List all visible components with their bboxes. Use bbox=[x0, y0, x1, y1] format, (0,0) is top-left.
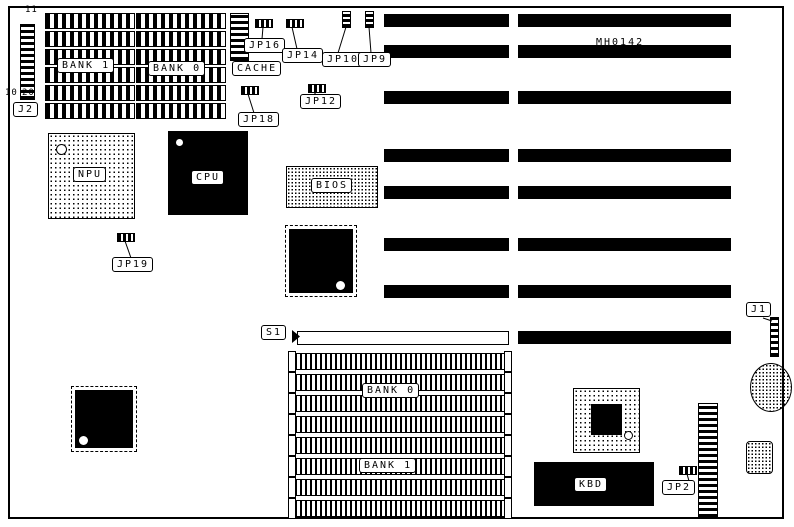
jp19-jumper bbox=[117, 233, 135, 242]
board-outline bbox=[8, 6, 784, 519]
isa-slot bbox=[518, 14, 731, 27]
isa-slot bbox=[518, 331, 731, 344]
jp19-label: JP19 bbox=[112, 257, 154, 272]
chipset-die bbox=[591, 404, 622, 435]
npu-pin1-marker bbox=[56, 144, 67, 155]
isa-slot bbox=[384, 91, 509, 104]
jp14-jumper bbox=[286, 19, 304, 28]
isa-slot bbox=[518, 45, 731, 58]
dip-chip-row bbox=[136, 13, 226, 29]
j1-label: J1 bbox=[746, 302, 772, 317]
j2-header bbox=[20, 24, 35, 100]
jp18-label: JP18 bbox=[238, 112, 280, 127]
bios-label: BIOS bbox=[311, 178, 353, 193]
board-model: MH0142 bbox=[596, 37, 645, 48]
npu-label: NPU bbox=[73, 167, 107, 182]
isa-slot bbox=[384, 238, 509, 251]
jp10-label: JP10 bbox=[322, 52, 364, 67]
simm-socket bbox=[288, 351, 512, 372]
dip-chip-row bbox=[136, 31, 226, 47]
j1-header bbox=[770, 317, 779, 357]
cpu-label: CPU bbox=[191, 170, 225, 185]
simm-socket bbox=[288, 435, 512, 456]
isa-slot bbox=[384, 149, 509, 162]
dip-chip-row bbox=[45, 31, 135, 47]
jp14-label: JP14 bbox=[282, 48, 324, 63]
isa-slot bbox=[384, 45, 509, 58]
bank1-top-label: BANK 1 bbox=[57, 58, 115, 73]
isa-slot bbox=[384, 14, 509, 27]
jp2-jumper bbox=[679, 466, 697, 475]
kbd-label: KBD bbox=[574, 477, 608, 492]
dip-chip-row bbox=[45, 85, 135, 101]
jp12-label: JP12 bbox=[300, 94, 342, 109]
simm-socket bbox=[288, 477, 512, 498]
jp16-label: JP16 bbox=[244, 38, 286, 53]
cpu-pin1-marker bbox=[176, 139, 183, 146]
dip-chip-row bbox=[45, 103, 135, 119]
isa-slot bbox=[518, 149, 731, 162]
cache-chip bbox=[230, 13, 249, 61]
jp9-label: JP9 bbox=[358, 52, 392, 67]
pin-label-20: 20 bbox=[22, 88, 35, 98]
simm-socket bbox=[288, 498, 512, 519]
dip-chip-row bbox=[136, 85, 226, 101]
j2-label: J2 bbox=[13, 102, 39, 117]
aux-connector bbox=[746, 441, 773, 474]
keyboard-din-connector bbox=[750, 363, 792, 412]
isa-slot bbox=[518, 186, 731, 199]
isa-slot bbox=[384, 186, 509, 199]
s1-slot bbox=[297, 331, 509, 345]
qfp-top-pin1-marker bbox=[336, 281, 345, 290]
bank1-bottom-label: BANK 1 bbox=[359, 458, 417, 473]
isa-slot bbox=[518, 238, 731, 251]
simm-socket bbox=[288, 414, 512, 435]
dip-chip-row bbox=[45, 13, 135, 29]
bank0-top-label: BANK 0 bbox=[148, 61, 206, 76]
power-connector bbox=[698, 403, 718, 518]
jp12-jumper bbox=[308, 84, 326, 93]
bank0-bottom-label: BANK 0 bbox=[362, 383, 420, 398]
isa-slot bbox=[518, 91, 731, 104]
jp18-jumper bbox=[241, 86, 259, 95]
pin-label-11: 11 bbox=[25, 5, 38, 15]
jp9-jumper bbox=[365, 11, 374, 28]
qfp-bottom-pin1-marker bbox=[79, 436, 88, 445]
isa-slot bbox=[384, 285, 509, 298]
chipset-pin1-marker bbox=[624, 431, 633, 440]
jp10-jumper bbox=[342, 11, 351, 28]
s1-label: S1 bbox=[261, 325, 287, 340]
jp2-label: JP2 bbox=[662, 480, 696, 495]
jp16-jumper bbox=[255, 19, 273, 28]
pin-label-10: 10 bbox=[5, 88, 18, 98]
cache-label: CACHE bbox=[232, 61, 282, 76]
isa-slot bbox=[518, 285, 731, 298]
dip-chip-row bbox=[136, 103, 226, 119]
